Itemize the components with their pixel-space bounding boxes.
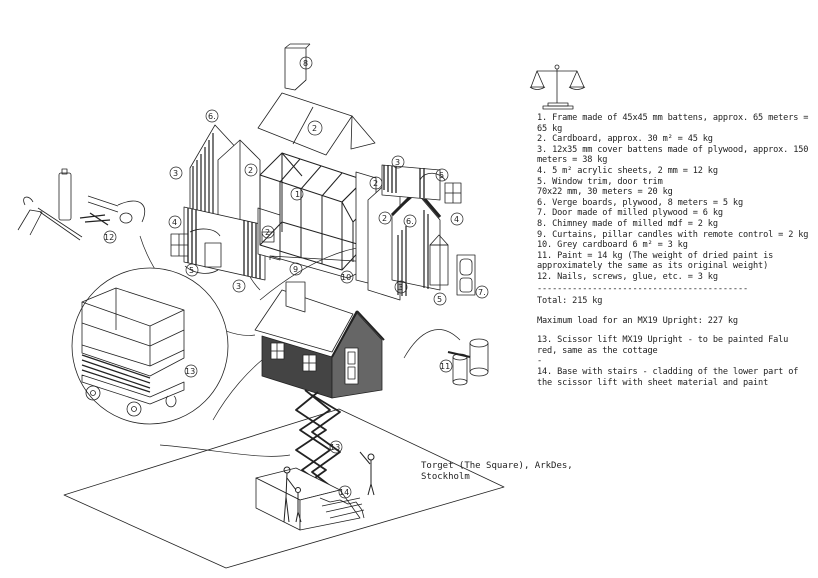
right-gable-wall xyxy=(381,164,462,296)
svg-text:3: 3 xyxy=(398,283,403,292)
door-part xyxy=(456,254,476,296)
svg-text:11: 11 xyxy=(440,362,450,371)
svg-text:2: 2 xyxy=(312,124,317,133)
svg-text:6.: 6. xyxy=(406,217,414,226)
people-figures xyxy=(283,451,375,523)
location-label: Torget (The Square), ArkDes, Stockholm xyxy=(421,461,573,482)
svg-text:8: 8 xyxy=(303,59,308,68)
svg-text:2: 2 xyxy=(382,214,387,223)
svg-text:4: 4 xyxy=(172,218,177,227)
svg-text:7.: 7. xyxy=(478,288,486,297)
svg-text:6.: 6. xyxy=(208,112,216,121)
legend-separator: - xyxy=(537,356,543,367)
legend-item-11: 11. Paint = 14 kg (The weight of dried p… xyxy=(537,250,779,272)
left-front-wall xyxy=(170,206,266,281)
balance-scale-icon xyxy=(529,64,586,110)
legend-max-load: Maximum load for an MX19 Upright: 227 kg xyxy=(537,315,738,326)
svg-text:3: 3 xyxy=(395,158,400,167)
svg-text:2: 2 xyxy=(265,228,270,237)
svg-text:5: 5 xyxy=(439,171,444,180)
svg-text:13: 13 xyxy=(185,367,195,376)
middle-cardboard-wall xyxy=(257,207,281,261)
legend-item-8: 8. Chimney made of milled mdf = 2 kg xyxy=(537,218,718,229)
legend-item-2: 2. Cardboard, approx. 30 m² = 45 kg xyxy=(537,134,713,145)
legend-item-3: 3. 12x35 mm cover battens made of plywoo… xyxy=(537,144,814,166)
roof-part xyxy=(257,92,376,156)
legend-item-12: 12. Nails, screws, glue, etc. = 3 kg xyxy=(537,271,718,282)
svg-text:9: 9 xyxy=(293,265,298,274)
svg-text:2: 2 xyxy=(248,166,253,175)
chimney-part xyxy=(284,43,311,91)
legend-item-14: 14. Base with stairs - cladding of the l… xyxy=(537,367,804,388)
svg-text:2: 2 xyxy=(373,179,378,188)
svg-text:3: 3 xyxy=(173,169,178,178)
legend-item-7: 7. Door made of milled plywood = 6 kg xyxy=(537,208,723,219)
assembled-cottage xyxy=(254,281,385,399)
tools-group xyxy=(17,168,146,241)
paint-cans xyxy=(447,338,489,386)
legend-item-1: 1. Frame made of 45x45 mm battens, appro… xyxy=(537,113,814,134)
legend-item-6: 6. Verge boards, plywood, 8 meters = 5 k… xyxy=(537,197,743,208)
svg-text:10: 10 xyxy=(341,273,351,282)
svg-text:4: 4 xyxy=(454,215,459,224)
svg-text:14: 14 xyxy=(339,488,349,497)
legend-item-10: 10. Grey cardboard 6 m² = 3 kg xyxy=(537,240,688,251)
callout-markers: 8 2 6. 3 2 1 4 2 5 3 9 10 3 2 2 6. 5 4 3… xyxy=(103,56,489,499)
legend-item-4: 4. 5 m² acrylic sheets, 2 mm = 12 kg xyxy=(537,165,718,176)
svg-text:5: 5 xyxy=(437,295,442,304)
svg-text:3: 3 xyxy=(236,282,241,291)
base-with-stairs xyxy=(255,467,365,531)
legend-item-13: 13. Scissor lift MX19 Upright - to be pa… xyxy=(537,335,794,356)
ground-plane xyxy=(63,408,505,569)
legend-item-5: 5. Window trim, door trim 70x22 mm, 30 m… xyxy=(537,176,673,198)
svg-text:1: 1 xyxy=(295,190,300,199)
materials-legend: 1. Frame made of 45x45 mm battens, appro… xyxy=(537,113,812,388)
legend-total: Total: 215 kg xyxy=(537,296,603,307)
scissor-lift-detail xyxy=(71,267,229,425)
svg-text:5: 5 xyxy=(189,266,194,275)
legend-divider: ----------------------------------------… xyxy=(537,283,749,294)
svg-text:13: 13 xyxy=(330,443,340,452)
svg-text:12: 12 xyxy=(104,233,114,242)
legend-item-9: 9. Curtains, pillar candles with remote … xyxy=(537,229,809,240)
